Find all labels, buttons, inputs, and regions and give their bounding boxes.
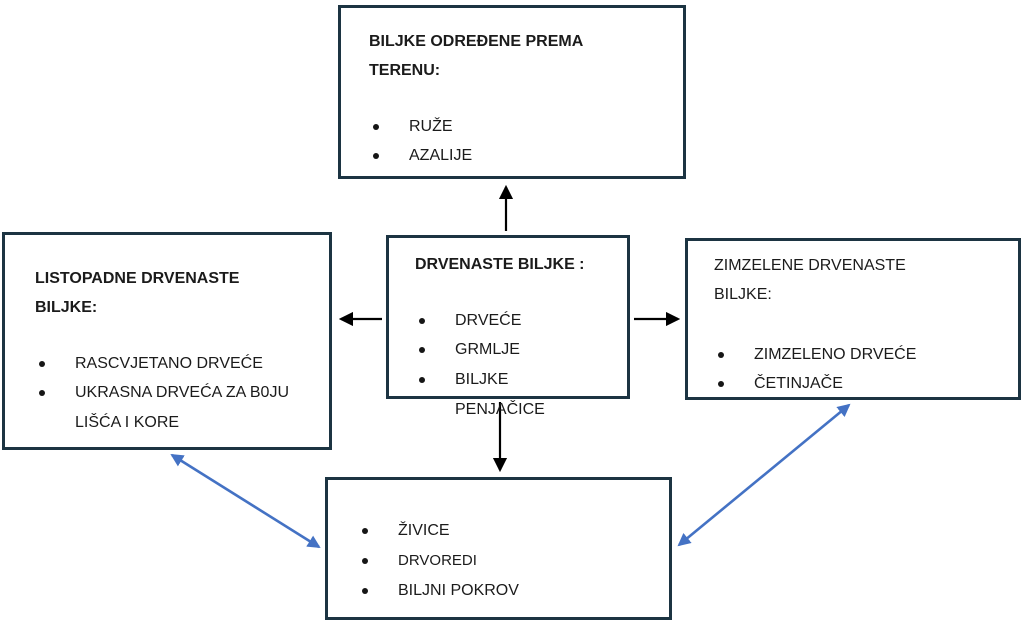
box-title: ZIMZELENE DRVENASTE BILJKE: <box>714 257 906 303</box>
bullet-icon <box>373 153 379 160</box>
list-item: UKRASNA DRVEĆA ZA B0JU LIŠĆA I KORE <box>39 378 299 437</box>
bullet-icon <box>362 587 368 594</box>
box-title: DRVENASTE BILJKE : <box>415 256 585 273</box>
bullet-icon <box>362 528 368 534</box>
box-deciduous-woody-plants: LISTOPADNE DRVENASTE BILJKE: RASCVJETANO… <box>2 232 332 450</box>
box-title: LISTOPADNE DRVENASTE BILJKE: <box>35 270 240 316</box>
bullet-icon <box>718 351 724 358</box>
box-title: BILJKE ODREĐENE PREMA TERENU: <box>369 33 583 79</box>
list-item: BILJNI POKROV <box>362 576 639 606</box>
arrow-right-to-bottom-double <box>677 403 851 547</box>
box-woody-plants: DRVENASTE BILJKE : DRVEĆE GRMLJE BILJKE … <box>386 235 630 418</box>
bullet-icon <box>39 390 45 397</box>
bullet-icon <box>373 123 379 130</box>
bullet-list: RASCVJETANO DRVEĆE UKRASNA DRVEĆA ZA B0J… <box>35 349 299 438</box>
box-hedges-alleys-groundcover: ŽIVICE DRVOREDI BILJNI POKROV <box>325 477 672 620</box>
bullet-icon <box>718 381 724 388</box>
bullet-list: ZIMZELENO DRVEĆE ČETINJAČE <box>714 340 992 399</box>
bullet-icon <box>362 557 368 564</box>
bullet-list: DRVEĆE GRMLJE BILJKE PENJAČICE <box>415 306 601 424</box>
list-item: RASCVJETANO DRVEĆE <box>39 349 299 379</box>
list-item: AZALIJE <box>373 141 655 171</box>
box-evergreen-woody-plants: ZIMZELENE DRVENASTE BILJKE: ZIMZELENO DR… <box>685 238 1021 400</box>
bullet-icon <box>419 317 425 324</box>
list-item: RUŽE <box>373 112 655 142</box>
list-item: BILJKE PENJAČICE <box>419 365 601 424</box>
list-item: DRVOREDI <box>362 546 639 576</box>
box-plants-by-terrain: BILJKE ODREĐENE PREMA TERENU: RUŽE AZALI… <box>338 5 686 179</box>
bullet-list: ŽIVICE DRVOREDI BILJNI POKROV <box>358 516 639 605</box>
list-item: DRVEĆE <box>419 306 601 336</box>
bullet-icon <box>39 360 45 367</box>
list-item: ČETINJAČE <box>718 369 992 399</box>
bullet-list: RUŽE AZALIJE <box>369 112 655 171</box>
arrow-left-to-bottom-double <box>170 453 321 549</box>
list-item: ZIMZELENO DRVEĆE <box>718 340 992 370</box>
bullet-icon <box>419 347 425 354</box>
list-item: ŽIVICE <box>362 516 639 546</box>
bullet-icon <box>419 376 425 383</box>
list-item: GRMLJE <box>419 335 601 365</box>
